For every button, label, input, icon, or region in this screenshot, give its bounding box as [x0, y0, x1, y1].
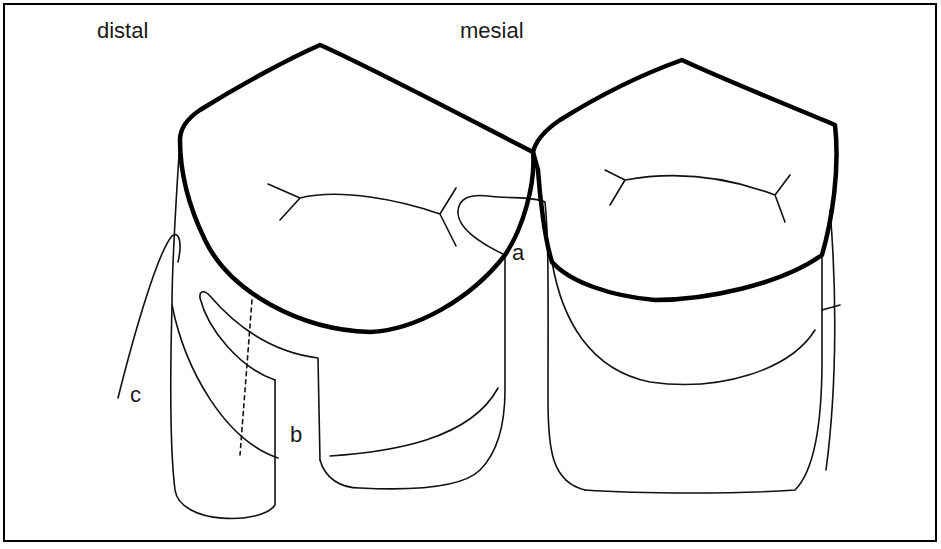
- fissure-line: [605, 170, 790, 222]
- part-label: c: [130, 384, 141, 406]
- distal-occlusal-outline: [180, 45, 533, 332]
- fissure-line: [268, 184, 456, 246]
- direction-label: mesial: [460, 20, 524, 42]
- frame-border: [4, 4, 936, 541]
- distal-tooth-body: [320, 255, 505, 489]
- distal-tooth-band-line: [172, 305, 278, 458]
- direction-label: distal: [97, 20, 148, 42]
- c-piece: [118, 235, 180, 398]
- mesial-tooth-body: [585, 255, 822, 493]
- a-piece: [458, 196, 585, 490]
- part-label: b: [290, 424, 302, 446]
- distal-tooth-band-line: [330, 388, 498, 456]
- dashed-line: [240, 300, 252, 455]
- mesial-occlusal-outline: [533, 60, 837, 300]
- part-label: a: [512, 242, 524, 264]
